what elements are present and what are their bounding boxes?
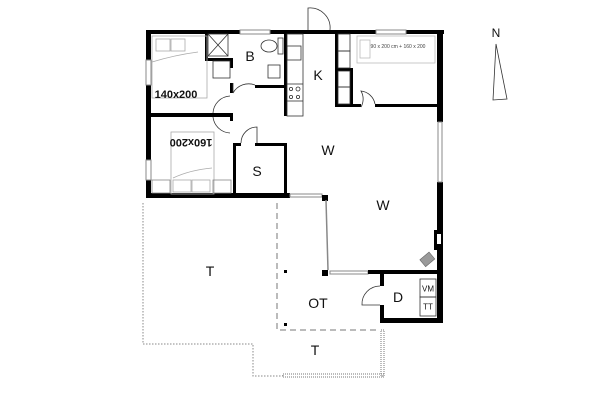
bed-size-label-1: 140x200 <box>154 89 198 101</box>
room-label-bathroom: B <box>245 48 255 64</box>
shower <box>207 33 229 57</box>
room-label-storage: S <box>252 163 262 179</box>
interior-walls <box>148 34 443 323</box>
room-label-kitchen: K <box>313 67 323 83</box>
bed-140x200 <box>151 35 208 99</box>
appliances <box>419 278 437 317</box>
room-label-living-1: W <box>321 142 335 158</box>
bed-size-label-2: 160x200 <box>169 136 213 148</box>
windows <box>145 29 443 275</box>
terrace-edge-railing <box>380 329 385 377</box>
room-label-living-2: W <box>376 197 390 213</box>
fireplace-flue <box>437 234 441 244</box>
room-label-utility: D <box>392 289 404 305</box>
kitchen-counter <box>286 33 304 117</box>
post <box>284 323 287 326</box>
room-label-terrace-south: T <box>310 342 320 358</box>
toilet <box>260 37 284 55</box>
terrace-outline <box>142 203 283 377</box>
door-swings <box>212 7 381 306</box>
bed-bedroom-3 <box>356 35 436 64</box>
terrace-edge-railing-bottom <box>282 373 385 378</box>
dryer-label: TT <box>423 302 433 312</box>
covered-terrace-outline <box>276 203 380 331</box>
washer-label: VM <box>422 284 434 294</box>
bed-160x200 <box>170 131 215 195</box>
wood-stove-icon <box>419 251 436 268</box>
exterior-walls <box>146 30 444 323</box>
bedroom-3-bed-note: 90 x 200 cm + 160 x 200 <box>370 44 426 50</box>
compass-arrow-icon <box>492 43 508 101</box>
room-label-terrace: T <box>205 263 215 279</box>
room-label-covered-terrace: OT <box>308 295 328 311</box>
compass-north-label: N <box>491 26 501 40</box>
post <box>284 270 287 273</box>
nightstands <box>151 179 232 194</box>
wardrobes <box>212 33 351 105</box>
